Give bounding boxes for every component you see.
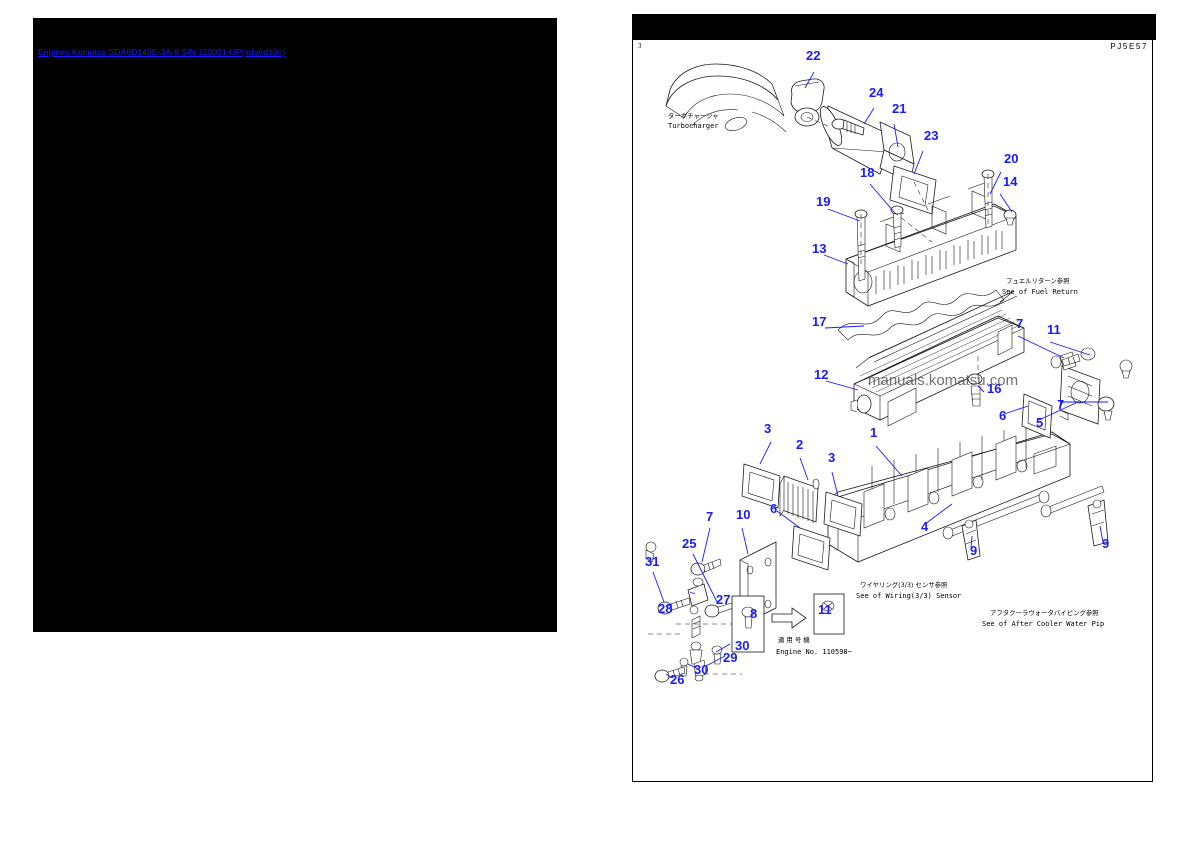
callout-number: 29 — [723, 650, 737, 665]
exploded-diagram: ターボチャージャ Turbocharger フュエルリターン参照 See of … — [632, 14, 1156, 784]
part-7-bolt-left — [690, 558, 722, 576]
callout-number: 23 — [924, 128, 938, 143]
part-3-gasket-right — [823, 491, 863, 537]
callout-number: 9 — [1102, 536, 1109, 551]
callout-number: 20 — [1004, 151, 1018, 166]
part-31-part — [645, 541, 657, 563]
part-11-detail-box — [813, 593, 845, 635]
label-wiring-sensor-en: See of Wiring(3/3) Sensor — [856, 592, 961, 600]
part-25-bolt — [704, 602, 734, 618]
callout-number: 7 — [706, 509, 713, 524]
label-after-cooler: アフタクーラウォータパイピング参照 See of After Cooler Wa… — [982, 608, 1104, 628]
callout-number: 17 — [812, 314, 826, 329]
part-6-right-gasket — [1021, 393, 1053, 439]
page-code: PJ5E57 — [1110, 42, 1148, 51]
part-5-connector-block — [1059, 365, 1101, 425]
callout-number: 3 — [764, 421, 771, 436]
label-after-cooler-jp: アフタクーラウォータパイピング参照 — [990, 608, 1099, 617]
part-18-bolt — [890, 205, 904, 249]
preview-image-panel — [33, 18, 557, 632]
part-28-bolt — [657, 597, 691, 615]
callout-number: 31 — [645, 554, 659, 569]
page-number: 3 — [638, 42, 642, 50]
callout-number: 18 — [860, 165, 874, 180]
callout-number: 11 — [818, 602, 832, 617]
page-border-frame — [632, 40, 1153, 782]
label-engine-no: 適 用 号 機 Engine No. 110598~ — [776, 635, 852, 656]
label-turbocharger-jp: ターボチャージャ — [668, 111, 719, 120]
callout-number: 6 — [770, 501, 777, 516]
part-17-gasket — [837, 289, 1005, 341]
callout-number: 4 — [921, 519, 929, 534]
callout-number: 13 — [812, 241, 826, 256]
label-turbocharger: ターボチャージャ Turbocharger — [668, 111, 719, 130]
part-3-gasket-left — [741, 463, 781, 509]
callout-number: 5 — [1036, 415, 1043, 430]
part-11-fitting-right — [1119, 359, 1133, 379]
callout-number: 2 — [796, 437, 803, 452]
callout-number: 11 — [1047, 322, 1061, 337]
label-after-cooler-en: See of After Cooler Water Pip — [982, 620, 1104, 628]
callout-number: 16 — [987, 381, 1001, 396]
callout-number: 7 — [1057, 397, 1064, 412]
part-7-bolt-right — [1097, 396, 1115, 421]
part-24-bolt — [831, 118, 865, 136]
part-14-bolt — [1003, 209, 1017, 226]
callout-number: 27 — [716, 592, 730, 607]
callout-number: 21 — [892, 101, 906, 116]
part-27-joint — [687, 577, 709, 665]
callout-number: 24 — [869, 85, 884, 100]
part-13-manifold — [845, 180, 1017, 307]
label-fuel-return-jp: フュエルリターン参照 — [1006, 276, 1070, 285]
callout-number: 26 — [670, 672, 684, 687]
part-12-aftercooler — [850, 290, 1025, 427]
part-1-intake-manifold — [827, 424, 1071, 563]
part-9-bracket-a — [961, 519, 981, 561]
part-22-connector — [790, 78, 825, 127]
part-6-gasket-lower — [791, 525, 831, 571]
substitution-arrow-icon — [771, 607, 807, 629]
construction-lines — [648, 116, 989, 675]
callout-number: 1 — [870, 425, 877, 440]
parts-catalog-page: 3 PJ5E57 — [632, 14, 1156, 784]
label-wiring-sensor-jp: ワイヤリング(3/3) センサ参照 — [860, 580, 948, 589]
label-engine-no-jp: 適 用 号 機 — [778, 635, 810, 644]
part-8-detail-box — [731, 595, 765, 653]
callout-number: 6 — [999, 408, 1006, 423]
callout-number: 8 — [750, 606, 757, 621]
callout-number: 3 — [828, 450, 835, 465]
callout-number: 28 — [658, 601, 672, 616]
label-fuel-return-en: See of Fuel Return — [1002, 288, 1078, 296]
callout-number: 7 — [1016, 316, 1023, 331]
callout-number: 22 — [806, 48, 820, 63]
label-wiring-sensor: ワイヤリング(3/3) センサ参照 See of Wiring(3/3) Sen… — [856, 580, 961, 600]
turbocharger-part — [665, 63, 787, 133]
page-header-band — [632, 14, 1156, 40]
callout-number: 9 — [970, 543, 977, 558]
label-turbocharger-en: Turbocharger — [668, 122, 719, 130]
part-9-bracket-b — [1040, 485, 1109, 547]
callout-number: 30 — [735, 638, 749, 653]
part-16-bolt — [967, 373, 983, 407]
document-title-link[interactable]: Engines Komatsu SDA6D140E-3A-9 S/N 11000… — [38, 47, 286, 57]
callout-number: 19 — [816, 194, 830, 209]
label-fuel-return: フュエルリターン参照 See of Fuel Return — [1002, 276, 1078, 296]
watermark-text: manuals.komatsu.com — [868, 372, 1018, 389]
part-30-bolt-a — [711, 645, 723, 665]
callout-number: 30 — [694, 662, 708, 677]
callout-number: 10 — [736, 507, 750, 522]
callout-number: 14 — [1003, 174, 1018, 189]
callout-leader-lines — [652, 71, 1108, 679]
callout-number: 12 — [814, 367, 828, 382]
callout-number: 25 — [682, 536, 696, 551]
part-2-element — [779, 475, 820, 523]
label-engine-no-en: Engine No. 110598~ — [776, 648, 852, 656]
